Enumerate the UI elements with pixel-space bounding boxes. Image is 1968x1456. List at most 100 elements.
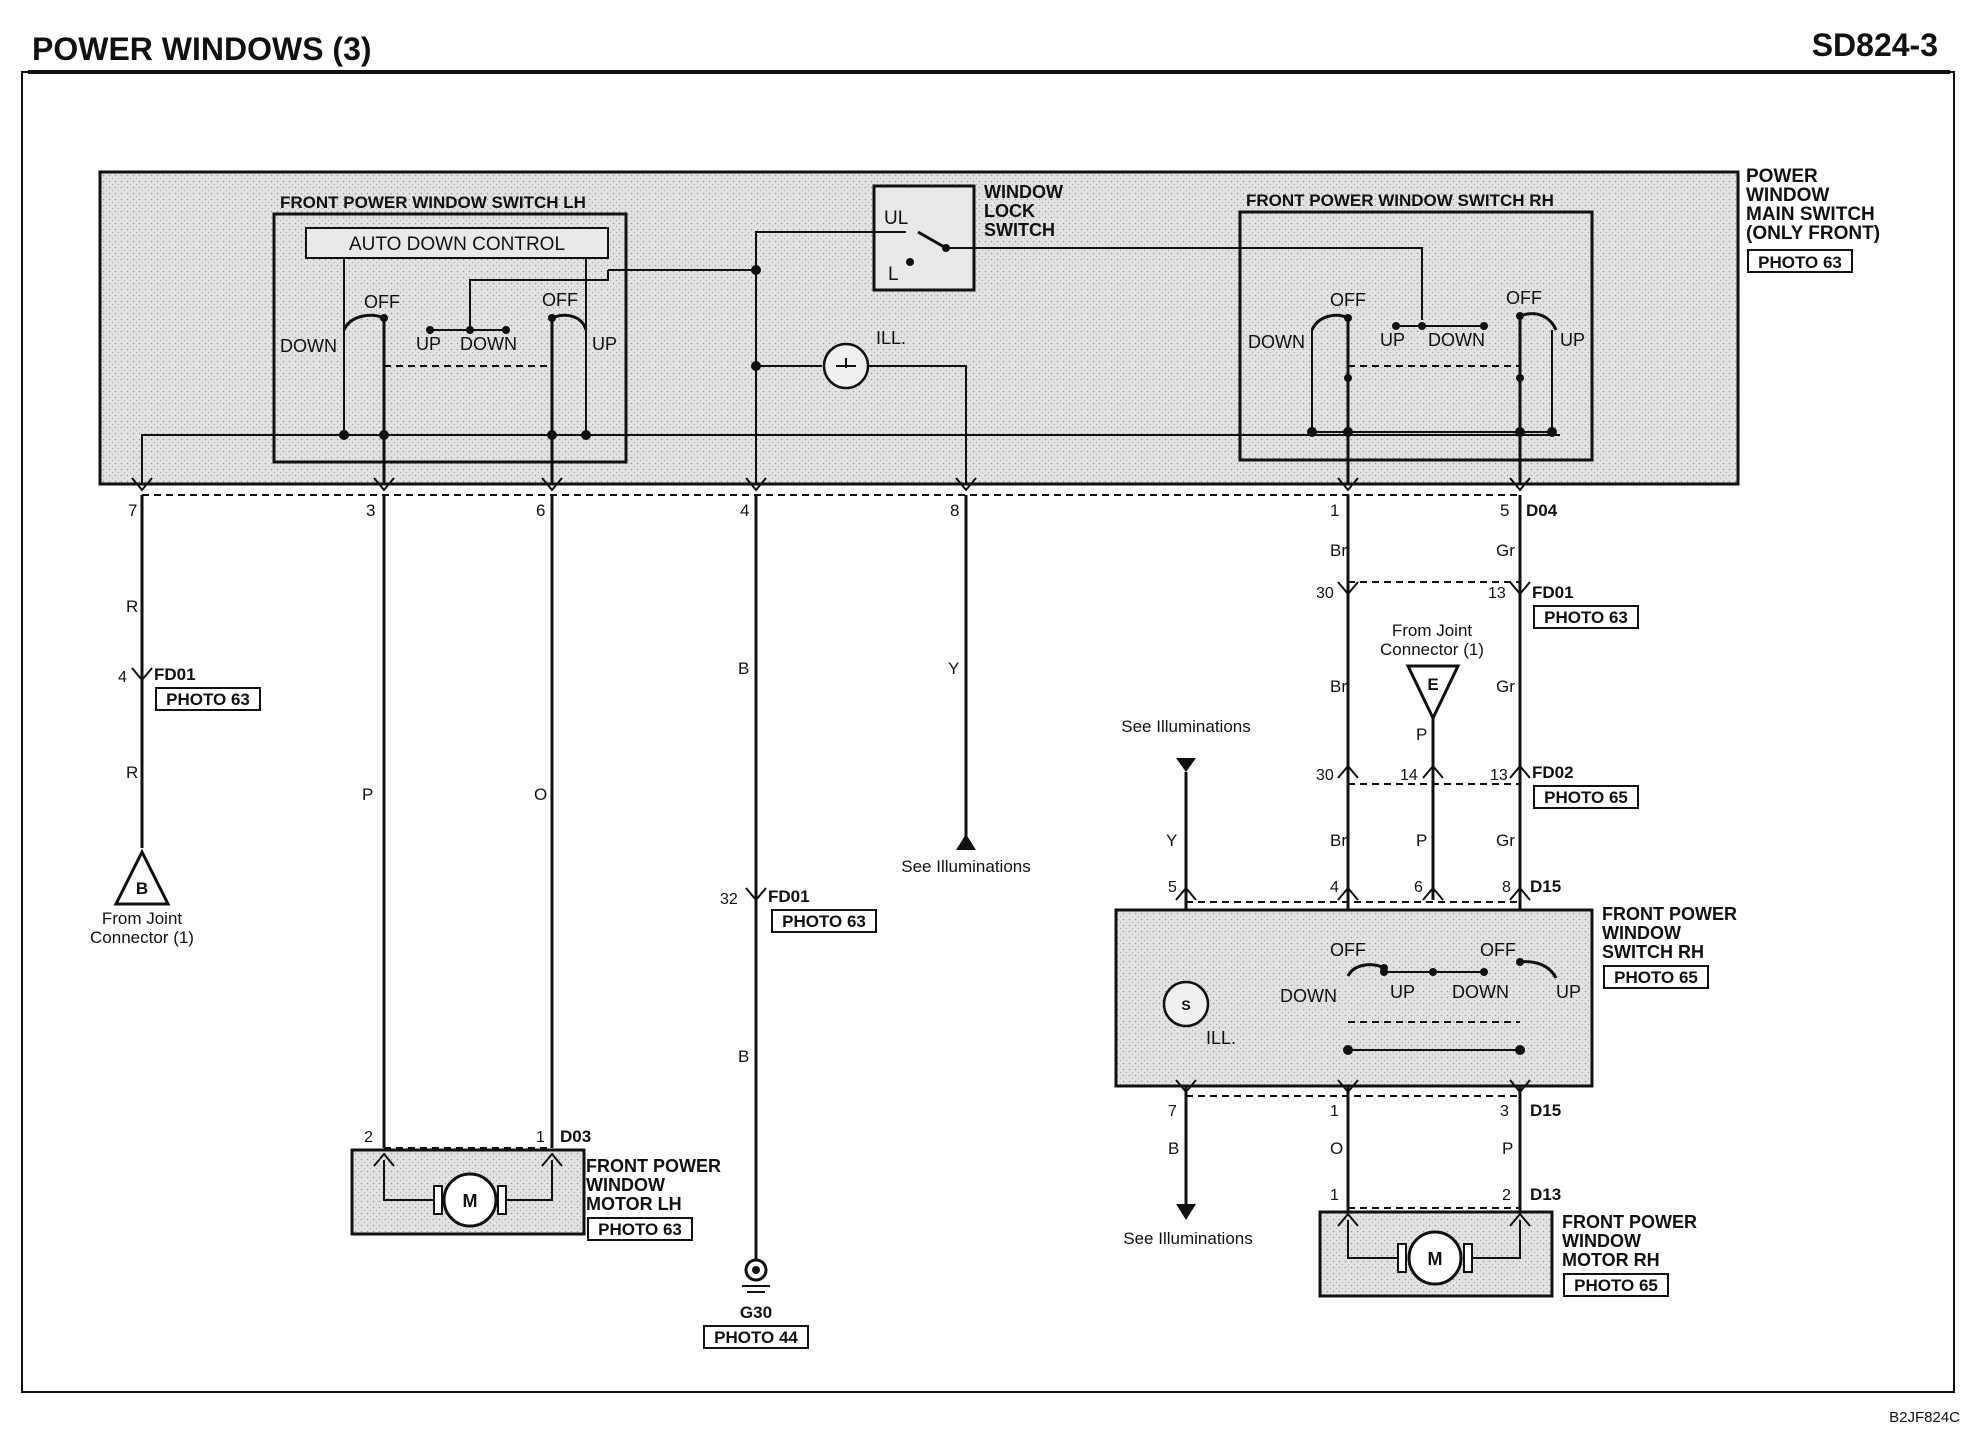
wire-y-rh: Y: [1166, 831, 1177, 850]
sw-rh-off-1: OFF: [1330, 940, 1366, 960]
wire-gr-2: Gr: [1496, 677, 1515, 696]
sw-rh-top-conn: D15: [1530, 877, 1561, 896]
wire-r-label-1: R: [126, 597, 138, 616]
motor-rh-pin1: 1: [1330, 1187, 1339, 1204]
ground-photo: PHOTO 44: [714, 1328, 798, 1347]
rh-down-1: DOWN: [1248, 332, 1305, 352]
sw-rh-top-pin5: 5: [1168, 879, 1177, 896]
see-illuminations-2: See Illuminations: [1121, 717, 1250, 736]
rh-switch-box: [1238, 210, 1594, 462]
motor-rh-line2: WINDOW: [1562, 1231, 1641, 1251]
lh-switch-box: [272, 212, 628, 464]
main-pin-8: 8: [950, 501, 959, 520]
sw-rh-top-pin4: 4: [1330, 879, 1339, 896]
joint-connector-b: [113, 848, 171, 906]
rh-off-2: OFF: [1506, 288, 1542, 308]
page-title: POWER WINDOWS (3): [32, 31, 372, 67]
main-pin-1: 1: [1330, 501, 1339, 520]
main-pin-3: 3: [366, 501, 375, 520]
fd01-ground-name: FD01: [768, 887, 810, 906]
fd01-ground-photo: PHOTO 63: [782, 912, 866, 931]
motor-lh-line1: FRONT POWER: [586, 1156, 721, 1176]
rh-down-2: DOWN: [1428, 330, 1485, 350]
sw-rh-bot-conn: D15: [1530, 1101, 1561, 1120]
motor-lh-m: M: [463, 1191, 478, 1211]
ground-name: G30: [740, 1303, 772, 1322]
fd01-lh-name: FD01: [154, 665, 196, 684]
pin7-bus-line: [141, 434, 1560, 484]
fd01-lh-pin: 4: [118, 669, 127, 686]
wire-b-rh: B: [1168, 1139, 1179, 1158]
main-connector-row: 7 3 6 4 8 1 5 D04: [128, 477, 1558, 520]
wire-o-rh: O: [1330, 1139, 1343, 1158]
window-lock-switch-box: [872, 184, 976, 292]
main-switch-name-1: POWER: [1746, 166, 1818, 187]
sw-rh-up-2: UP: [1556, 982, 1581, 1002]
see-illuminations-3: See Illuminations: [1123, 1229, 1252, 1248]
motor-rh-photo: PHOTO 65: [1574, 1276, 1658, 1295]
main-switch-photo-box: [1747, 249, 1853, 273]
main-pin-7: 7: [128, 501, 137, 520]
ill-output-line: [868, 365, 967, 484]
main-switch-name-2: WINDOW: [1746, 185, 1829, 206]
drawing-code: B2JF824C: [1889, 1409, 1960, 1426]
motor-lh-conn: D03: [560, 1127, 591, 1146]
wire-p-3: P: [1416, 831, 1427, 850]
lh-up-2: UP: [592, 334, 617, 354]
lh-wiring: R R 4 FD01 PHOTO 63 B From Joint Connect…: [90, 495, 1031, 1349]
wire-gr-1: Gr: [1496, 541, 1515, 560]
lock-switch-name-2: LOCK: [984, 201, 1035, 221]
sw-rh-bot-pin7: 7: [1168, 1103, 1177, 1120]
main-pin-4: 4: [740, 501, 749, 520]
main-pin-6: 6: [536, 501, 545, 520]
fd02-pin14: 14: [1400, 767, 1418, 784]
motor-lh-photo: PHOTO 63: [598, 1220, 682, 1239]
sw-rh-top-pin8: 8: [1502, 879, 1511, 896]
sw-rh-ill-lamp: [1162, 980, 1210, 1028]
rh-off-1: OFF: [1330, 290, 1366, 310]
main-switch-name-3: MAIN SWITCH: [1746, 204, 1875, 225]
fd01-rh-pin13: 13: [1488, 585, 1506, 602]
fd01-rh-pin30: 30: [1316, 585, 1334, 602]
sw-rh-lamp-label: S: [1181, 997, 1190, 1013]
main-pin-5: 5: [1500, 501, 1509, 520]
lh-off-2: OFF: [542, 290, 578, 310]
fd01-rh-photo: PHOTO 63: [1544, 608, 1628, 627]
motor-rh-pin2: 2: [1502, 1187, 1511, 1204]
sw-rh-line1: FRONT POWER: [1602, 904, 1737, 924]
wire-b-2: B: [738, 1047, 749, 1066]
main-ill-label: ILL.: [876, 328, 906, 348]
fd02-photo: PHOTO 65: [1544, 788, 1628, 807]
wire-br-2: Br: [1330, 677, 1347, 696]
fd02-pin13: 13: [1490, 767, 1508, 784]
wire-gr-3: Gr: [1496, 831, 1515, 850]
joint-b-line2: Connector (1): [90, 928, 194, 947]
joint-b-letter: B: [136, 879, 148, 898]
motor-lh-symbol: [442, 1172, 498, 1228]
joint-e-line2: Connector (1): [1380, 640, 1484, 659]
fd02-pin30: 30: [1316, 767, 1334, 784]
sw-rh-ill: ILL.: [1206, 1028, 1236, 1048]
joint-e-letter: E: [1427, 675, 1438, 694]
sw-rh-down-1: DOWN: [1280, 986, 1337, 1006]
motor-rh-m: M: [1428, 1249, 1443, 1269]
lock-switch-name-1: WINDOW: [984, 182, 1063, 202]
lh-switch-label: FRONT POWER WINDOW SWITCH LH: [280, 193, 586, 212]
rh-wiring: Br Gr 30 13 FD01 PHOTO 63 Br Gr From Joi…: [1114, 495, 1737, 1298]
motor-rh-line3: MOTOR RH: [1562, 1250, 1660, 1270]
power-window-main-switch: POWER WINDOW MAIN SWITCH (ONLY FRONT) PH…: [98, 166, 1880, 486]
sw-rh-bot-pin3: 3: [1500, 1103, 1509, 1120]
page-code: SD824-3: [1812, 27, 1938, 63]
sw-rh-line3: SWITCH RH: [1602, 942, 1704, 962]
lock-switch-blade: [917, 230, 947, 250]
lock-switch-feed: [755, 231, 906, 484]
wire-br-1: Br: [1330, 541, 1347, 560]
motor-lh-line2: WINDOW: [586, 1175, 665, 1195]
wire-b-1: B: [738, 659, 749, 678]
fd01-rh-name: FD01: [1532, 583, 1574, 602]
rh-up-2: UP: [1560, 330, 1585, 350]
page-header: POWER WINDOWS (3) SD824-3: [21, 27, 1955, 1393]
rh-switch-contacts: DOWN OFF UP DOWN OFF UP: [1248, 288, 1585, 484]
sw-rh-top-pin6: 6: [1414, 879, 1423, 896]
main-switch-photo: PHOTO 63: [1758, 253, 1842, 272]
